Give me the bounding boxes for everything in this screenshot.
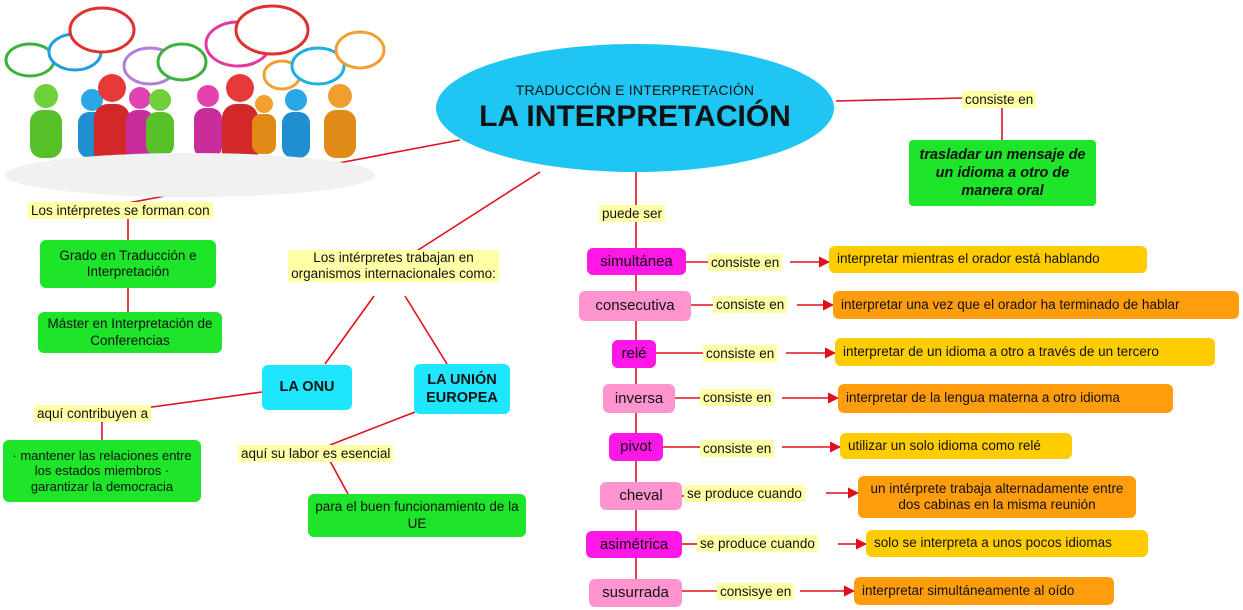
training-link-label: Los intérpretes se forman con — [28, 202, 213, 219]
type-description-inversa: interpretar de la lengua materna a otro … — [838, 384, 1173, 413]
type-node-consecutiva: consecutiva — [579, 291, 691, 321]
ue-node: LA UNIÓN EUROPEA — [414, 364, 510, 414]
type-node-susurrada: susurrada — [589, 579, 682, 607]
type-node-inversa: inversa — [603, 384, 675, 413]
types-link-label: puede ser — [599, 205, 666, 222]
ue-link-label: aquí su labor es esencial — [238, 445, 394, 462]
definition-link-label: consiste en — [962, 91, 1037, 108]
type-description-susurrada: interpretar simultáneamente al oído — [854, 577, 1114, 605]
main-topic-node: TRADUCCIÓN E INTERPRETACIÓN LA INTERPRET… — [436, 44, 834, 172]
type-node-cheval: cheval — [600, 482, 682, 510]
type-description-asimetrica: solo se interpreta a unos pocos idiomas — [866, 530, 1148, 557]
people-talking-icon — [4, 4, 386, 197]
organizations-link-label: Los intérpretes trabajan en organismos i… — [288, 250, 499, 282]
degree-node: Grado en Traducción e Interpretación — [40, 240, 216, 288]
onu-link-label: aquí contribuyen a — [34, 405, 152, 422]
type-link-label-consecutiva: consiste en — [713, 296, 788, 313]
type-link-label-asimetrica: se produce cuando — [697, 535, 818, 552]
type-link-label-simultanea: consiste en — [708, 254, 783, 271]
onu-node: LA ONU — [262, 365, 352, 410]
main-topic-title: LA INTERPRETACIÓN — [479, 100, 791, 133]
type-description-cheval: un intérprete trabaja alternadamente ent… — [858, 476, 1136, 518]
type-description-rele: interpretar de un idioma a otro a través… — [835, 338, 1215, 366]
type-description-consecutiva: interpretar una vez que el orador ha ter… — [833, 291, 1239, 319]
type-node-pivot: pivot — [609, 433, 663, 461]
ue-function-node: para el buen funcionamiento de la UE — [308, 494, 526, 537]
type-link-label-cheval: se produce cuando — [684, 485, 805, 502]
type-link-label-inversa: consiste en — [700, 389, 775, 406]
type-description-pivot: utilizar un solo idioma como relé — [840, 433, 1072, 459]
type-node-rele: relé — [612, 340, 656, 368]
master-node: Máster en Interpretación de Conferencias — [38, 312, 222, 353]
type-link-label-susurrada: consisye en — [717, 583, 795, 600]
type-link-label-rele: consiste en — [703, 345, 778, 362]
definition-node: trasladar un mensaje de un idioma a otro… — [909, 140, 1096, 206]
onu-contribution-node: · mantener las relaciones entre los esta… — [3, 440, 201, 502]
type-description-simultanea: interpretar mientras el orador está habl… — [829, 246, 1147, 273]
type-link-label-pivot: consiste en — [700, 440, 775, 457]
main-topic-subtitle: TRADUCCIÓN E INTERPRETACIÓN — [515, 82, 755, 98]
type-node-asimetrica: asimétrica — [586, 531, 682, 558]
type-node-simultanea: simultánea — [587, 248, 686, 275]
